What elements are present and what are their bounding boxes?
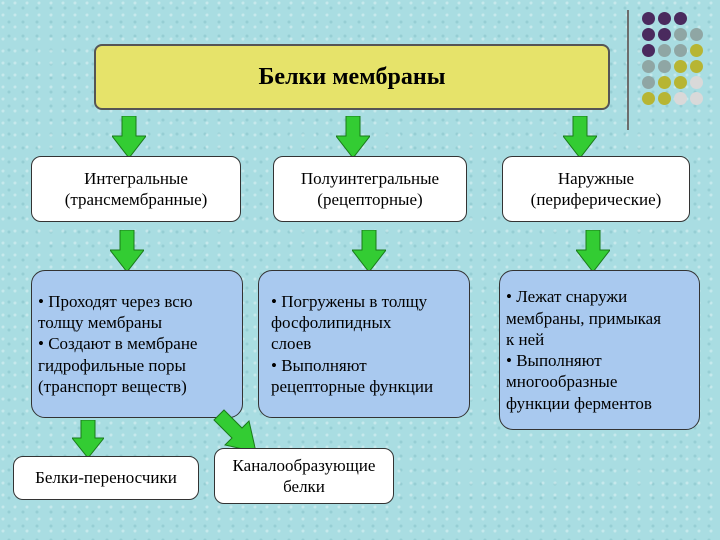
description-text: • Лежат снаружи мембраны, примыкая к ней… (506, 287, 662, 413)
category-label: Полуинтегральные (рецепторные) (300, 168, 440, 209)
category-box-semi-integral: Полуинтегральные (рецепторные) (273, 156, 467, 222)
arrow-down-icon (112, 116, 146, 158)
category-box-peripheral: Наружные (периферические) (502, 156, 690, 222)
category-box-integral: Интегральные (трансмембранные) (31, 156, 241, 222)
description-box-semi-integral: • Погружены в толщу фосфолипидных слоев … (258, 270, 470, 418)
subtype-label: Белки-переносчики (35, 468, 177, 488)
arrow-down-icon (352, 230, 386, 272)
description-box-integral: • Проходят через всю толщу мембраны • Со… (31, 270, 243, 418)
decorative-divider (627, 10, 629, 130)
arrow-down-icon (110, 230, 144, 272)
subtype-label: Каналообразующие белки (232, 455, 376, 496)
category-label: Наружные (периферические) (530, 168, 662, 209)
description-text: • Погружены в толщу фосфолипидных слоев … (271, 291, 434, 396)
arrow-down-icon (576, 230, 610, 272)
title-box: Белки мембраны (94, 44, 610, 110)
description-box-peripheral: • Лежат снаружи мембраны, примыкая к ней… (499, 270, 700, 430)
arrow-diagonal-icon (213, 409, 257, 453)
subtype-box-carriers: Белки-переносчики (13, 456, 199, 500)
arrow-down-icon (336, 116, 370, 158)
description-text: • Проходят через всю толщу мембраны • Со… (38, 291, 198, 396)
title-text: Белки мембраны (258, 64, 446, 90)
category-label: Интегральные (трансмембранные) (64, 168, 208, 209)
subtype-box-channel-forming: Каналообразующие белки (214, 448, 394, 504)
arrow-down-icon (563, 116, 597, 158)
arrow-down-icon (72, 420, 104, 458)
